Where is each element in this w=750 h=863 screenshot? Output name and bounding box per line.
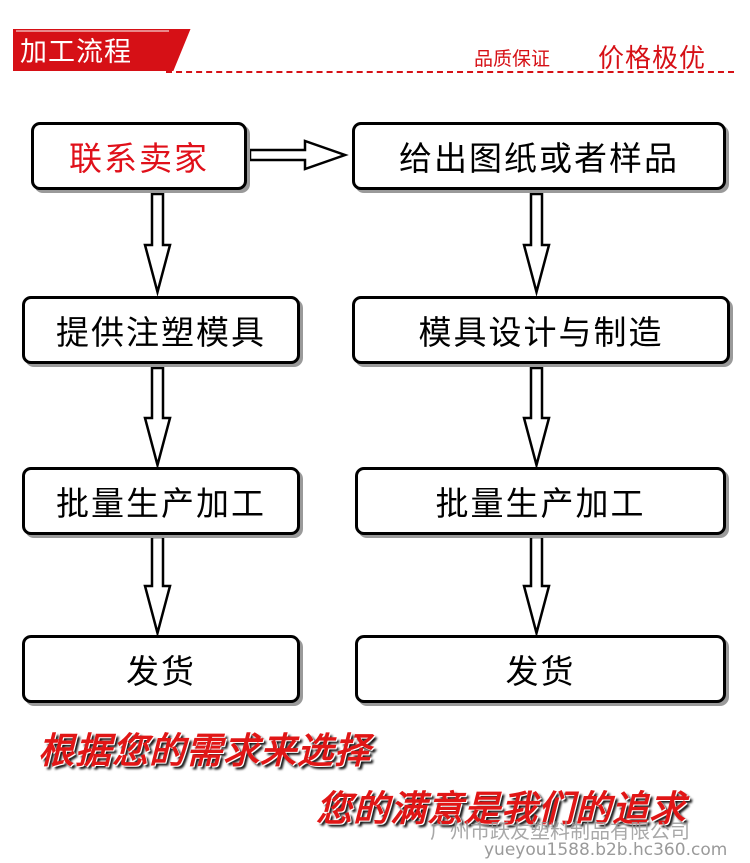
tag-quality: 品质保证 [474, 48, 551, 70]
step-left-1: 联系卖家 [31, 122, 247, 190]
arrow-down-left-2 [143, 366, 172, 470]
arrow-right [248, 139, 349, 171]
watermark-company: 广州市跃友塑料制品有限公司 [430, 819, 690, 843]
arrow-down-right-2 [522, 366, 551, 470]
step-left-3: 批量生产加工 [22, 467, 300, 535]
arrow-down-right-3 [522, 535, 551, 638]
step-left-2: 提供注塑模具 [22, 296, 300, 364]
header-tag [12, 24, 194, 74]
arrow-down-right-1 [522, 192, 551, 297]
step-left-4: 发货 [22, 635, 300, 703]
step-right-4: 发货 [355, 635, 726, 703]
header-divider [166, 71, 734, 73]
watermark-url: yueyou1588.b2b.hc360.com [484, 840, 728, 860]
step-right-1: 给出图纸或者样品 [352, 122, 726, 190]
step-right-2: 模具设计与制造 [352, 296, 730, 364]
slogan-choice: 根据您的需求来选择 [38, 730, 372, 772]
header-tag-shape [12, 27, 194, 73]
slogan-satisfaction: 您的满意是我们的追求 [316, 788, 687, 830]
header-title: 加工流程 [20, 37, 132, 68]
step-right-3: 批量生产加工 [355, 467, 726, 535]
arrow-down-left-3 [143, 535, 172, 638]
tag-price: 价格极优 [598, 44, 707, 74]
arrow-down-left-1 [143, 192, 172, 297]
